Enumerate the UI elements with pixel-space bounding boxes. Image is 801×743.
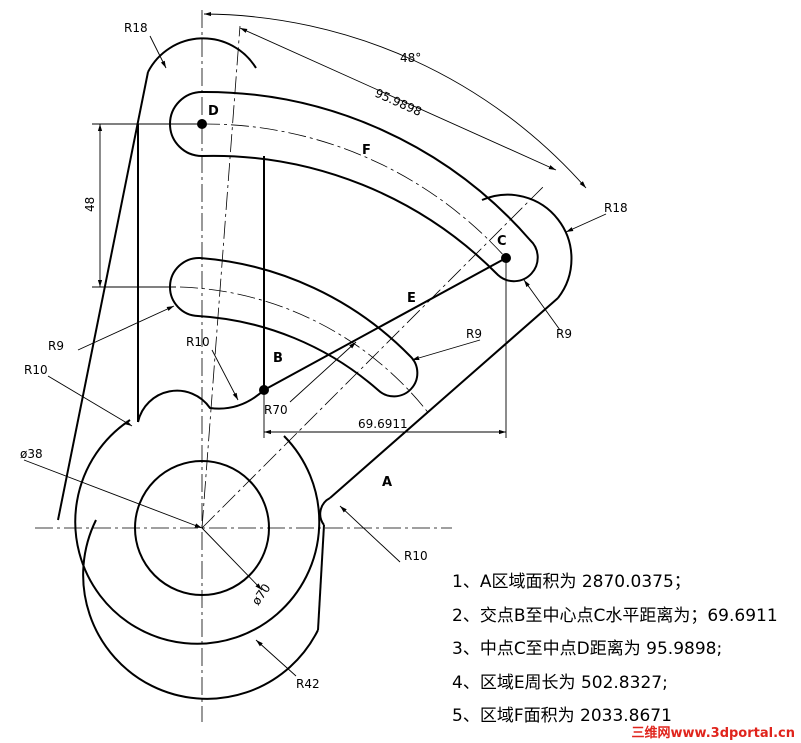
label-height-48: 48 (83, 197, 97, 212)
letter-b: B (273, 351, 283, 366)
arc-centerline-df (201, 123, 507, 259)
r9-lower-leader (523, 279, 561, 331)
note-item: 5、区域F面积为 2033.8671 (452, 706, 672, 726)
lower-right-edge (317, 524, 325, 631)
note-item: 4、区域E周长为 502.8327; (452, 672, 668, 693)
lower-slot (169, 256, 419, 398)
upper-slot (169, 90, 539, 283)
r9-upper-leader (411, 339, 481, 361)
label-r9-upper: R9 (466, 327, 482, 341)
letter-f: F (362, 143, 371, 158)
inner-fillet-r10 (137, 389, 265, 423)
label-r70: R70 (264, 403, 288, 417)
letter-c: C (497, 234, 507, 249)
outer-hub-arc (82, 519, 319, 700)
r18-top-leader (149, 35, 167, 69)
label-r10-inner: R10 (186, 335, 210, 349)
note-item: 1、A区域面积为 2870.0375； (452, 572, 691, 592)
letter-a: A (382, 475, 392, 490)
label-arc-length: 95.9898 (373, 86, 424, 119)
r9-left-leader (77, 305, 175, 351)
label-r9-left: R9 (48, 339, 64, 353)
label-angle: 48° (400, 51, 421, 65)
dimension-lines (23, 11, 607, 677)
radial-line-c (201, 184, 546, 529)
label-r10-left: R10 (24, 363, 48, 377)
label-dia70: ø70 (249, 581, 273, 608)
label-r10-bottom: R10 (404, 549, 428, 563)
letter-d: D (208, 104, 219, 119)
r10-inner-leader (211, 349, 239, 401)
label-r9-lower: R9 (556, 327, 572, 341)
hub-ring-arc (74, 419, 321, 645)
r10-left-leader (47, 375, 133, 427)
letter-e: E (407, 291, 416, 306)
note-item: 3、中点C至中点D距离为 95.9898; (452, 639, 723, 659)
r18-right-leader (565, 213, 607, 233)
right-outer-edge (329, 297, 559, 499)
point-b (259, 385, 269, 395)
label-r18-right: R18 (604, 201, 628, 215)
be-edge (263, 257, 507, 391)
hub-hole (134, 460, 270, 596)
notes-list: 1、A区域面积为 2870.0375； 2、交点B至中心点C水平距离为；69.6… (452, 570, 778, 738)
point-c (501, 253, 511, 263)
key-points (197, 119, 511, 395)
radial-line-d (201, 25, 241, 529)
bottom-fillet-r10 (319, 497, 331, 526)
arc-length-dim-line (239, 27, 557, 171)
dia70-leader (201, 527, 263, 591)
label-r18-top: R18 (124, 21, 148, 35)
point-labels: A B C D E F (208, 104, 507, 490)
point-d (197, 119, 207, 129)
r10-bottom-leader (339, 505, 401, 563)
part-outline (57, 37, 573, 700)
label-r42: R42 (296, 677, 320, 691)
label-dia38: ø38 (20, 447, 43, 461)
r42-leader (255, 639, 297, 677)
label-horizontal: 69.6911 (358, 417, 408, 431)
arc-centerline-lower (179, 286, 431, 416)
note-item: 2、交点B至中心点C水平距离为；69.6911 (452, 605, 778, 626)
watermark-text: 三维网www.3dportal.cn (631, 726, 795, 741)
left-outer-edge (57, 71, 149, 521)
dia38-leader (23, 459, 203, 529)
r70-leader (289, 341, 357, 403)
right-boss-arc (481, 193, 573, 299)
